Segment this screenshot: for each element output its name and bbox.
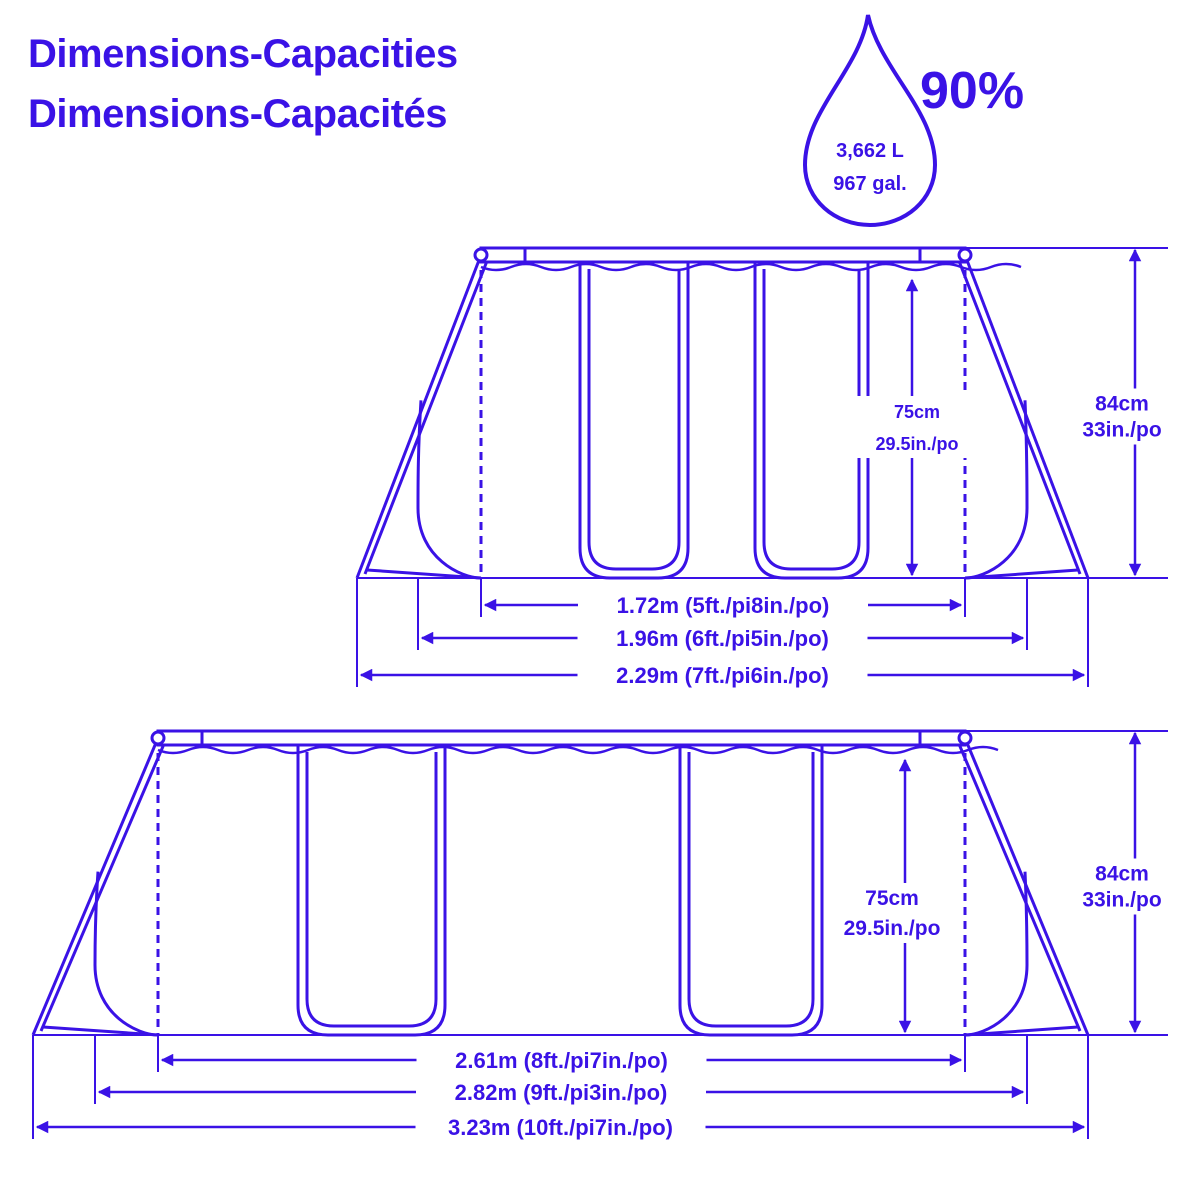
width-label: 1.96m (6ft./pi5in./po) <box>616 626 829 651</box>
capacity-gallons: 967 gal. <box>833 173 906 195</box>
liner-wall-left <box>416 400 482 580</box>
frame-leg-left <box>31 737 160 1036</box>
width-label: 1.72m (5ft./pi8in./po) <box>617 593 830 618</box>
corner-joint <box>473 247 489 263</box>
outer-height-cm: 84cm <box>1095 863 1149 886</box>
foot-right <box>964 1025 1079 1037</box>
frame-leg-left-inner <box>39 743 166 1032</box>
label-background <box>1080 388 1190 445</box>
water-height-in: 29.5in./po <box>875 434 958 454</box>
foot-left <box>42 1025 159 1037</box>
label-background <box>830 883 954 943</box>
outer-height-in: 33in./po <box>1082 889 1161 912</box>
label-background <box>415 1115 706 1139</box>
pool-view-1: 1.72m (5ft./pi8in./po) 1.96m (6ft./pi5in.… <box>355 246 1190 688</box>
water-height-in: 29.5in./po <box>844 917 941 940</box>
liner-wall-left <box>93 871 159 1037</box>
top-rail <box>479 246 967 264</box>
foot-left <box>366 568 482 580</box>
label-background <box>416 1080 706 1104</box>
label-background <box>577 663 868 687</box>
water-drop-icon <box>802 14 938 228</box>
label-background <box>416 1048 707 1072</box>
outer-height-cm: 84cm <box>1095 393 1149 416</box>
label-background <box>855 396 979 458</box>
width-label: 2.29m (7ft./pi6in./po) <box>616 663 829 688</box>
title-english: Dimensions-Capacities <box>28 32 458 76</box>
water-height-cm: 75cm <box>865 887 919 910</box>
label-background <box>1080 858 1190 915</box>
corner-joint <box>957 730 973 746</box>
frame-leg-right-inner <box>957 743 1082 1032</box>
capacity-percent: 90% <box>920 62 1024 120</box>
u-leg-outer <box>678 746 824 1037</box>
pool-view-2: 2.61m (8ft./pi7in./po) 2.82m (9ft./pi3in.… <box>31 729 1190 1140</box>
u-leg-inner <box>587 269 681 571</box>
corner-joint <box>957 247 973 263</box>
liner-top-edge <box>157 745 999 755</box>
frame-leg-left-inner <box>363 260 489 575</box>
title-french: Dimensions-Capacités <box>28 92 448 136</box>
outer-height-in: 33in./po <box>1082 419 1161 442</box>
width-label: 3.23m (10ft./pi7in./po) <box>448 1115 673 1140</box>
water-height-cm: 75cm <box>894 402 940 422</box>
u-leg-outer <box>753 263 870 580</box>
top-rail <box>156 729 967 747</box>
corner-joint <box>150 730 166 746</box>
u-leg-inner <box>762 269 861 571</box>
u-leg-inner <box>687 752 815 1028</box>
liner-top-edge <box>480 262 1022 272</box>
u-leg-outer <box>296 746 447 1037</box>
width-label: 2.82m (9ft./pi3in./po) <box>455 1080 668 1105</box>
liner-wall-right <box>964 871 1029 1037</box>
width-label: 2.61m (8ft./pi7in./po) <box>455 1048 668 1073</box>
foot-right <box>964 568 1079 580</box>
frame-leg-right-inner <box>957 260 1082 575</box>
capacity-liters: 3,662 L <box>836 140 904 162</box>
u-leg-inner <box>305 752 438 1028</box>
label-background <box>577 626 868 650</box>
label-background <box>578 593 868 617</box>
liner-wall-right <box>964 400 1029 580</box>
u-leg-outer <box>578 263 690 580</box>
